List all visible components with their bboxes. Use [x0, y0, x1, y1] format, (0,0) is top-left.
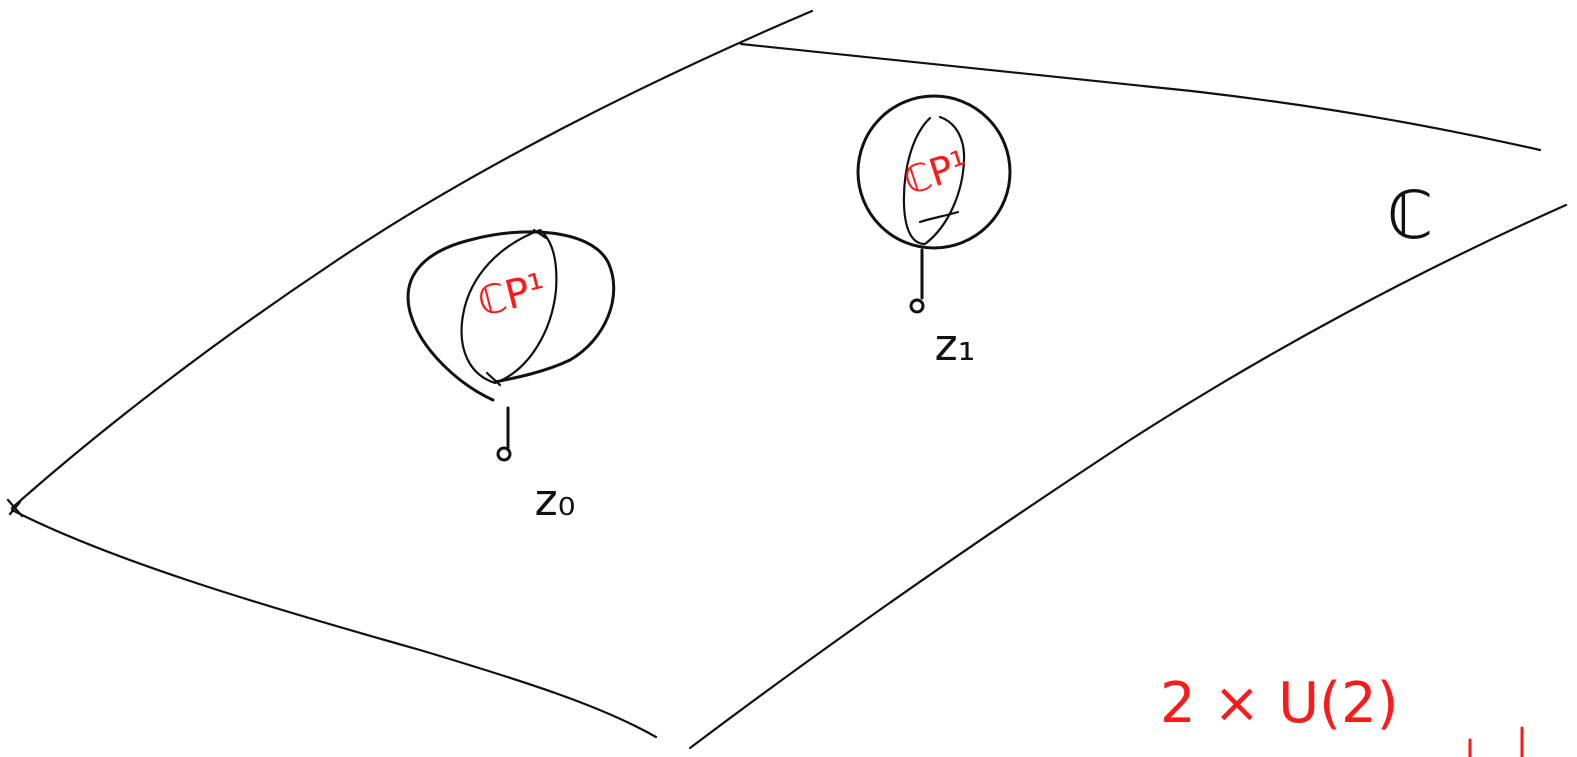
group-annotation: 2 × U(2)	[1160, 671, 1398, 736]
sphere-z0-meridian	[460, 228, 558, 385]
annotation-tick-marks	[1468, 726, 1524, 757]
sphere-z1-lip	[918, 210, 960, 224]
sheet-left-edge	[10, 9, 814, 510]
point-z1: z₁	[909, 248, 976, 371]
plane-sheet	[6, 9, 1568, 750]
sheet-bottom-edge	[10, 508, 658, 739]
sphere-z1: ℂP¹	[856, 94, 1012, 250]
z0-dot	[496, 446, 512, 462]
plane-label: ℂ	[1387, 177, 1433, 254]
sheet-top-edge	[739, 42, 1542, 152]
fiber-label-z1: ℂP¹	[898, 142, 973, 204]
sheet-corner-mark	[6, 498, 24, 518]
sheet-right-edge	[688, 203, 1568, 750]
sphere-z0: ℂP¹	[406, 228, 616, 402]
sphere-z0-tip	[485, 228, 548, 387]
sphere-z1-meridian	[902, 115, 966, 246]
z1-dot	[909, 298, 925, 314]
z1-label: z₁	[935, 320, 976, 371]
z0-label: z₀	[535, 475, 576, 526]
sphere-z1-outline	[856, 94, 1012, 250]
fiber-label-z0: ℂP¹	[473, 265, 550, 326]
point-z0: z₀	[496, 406, 576, 526]
